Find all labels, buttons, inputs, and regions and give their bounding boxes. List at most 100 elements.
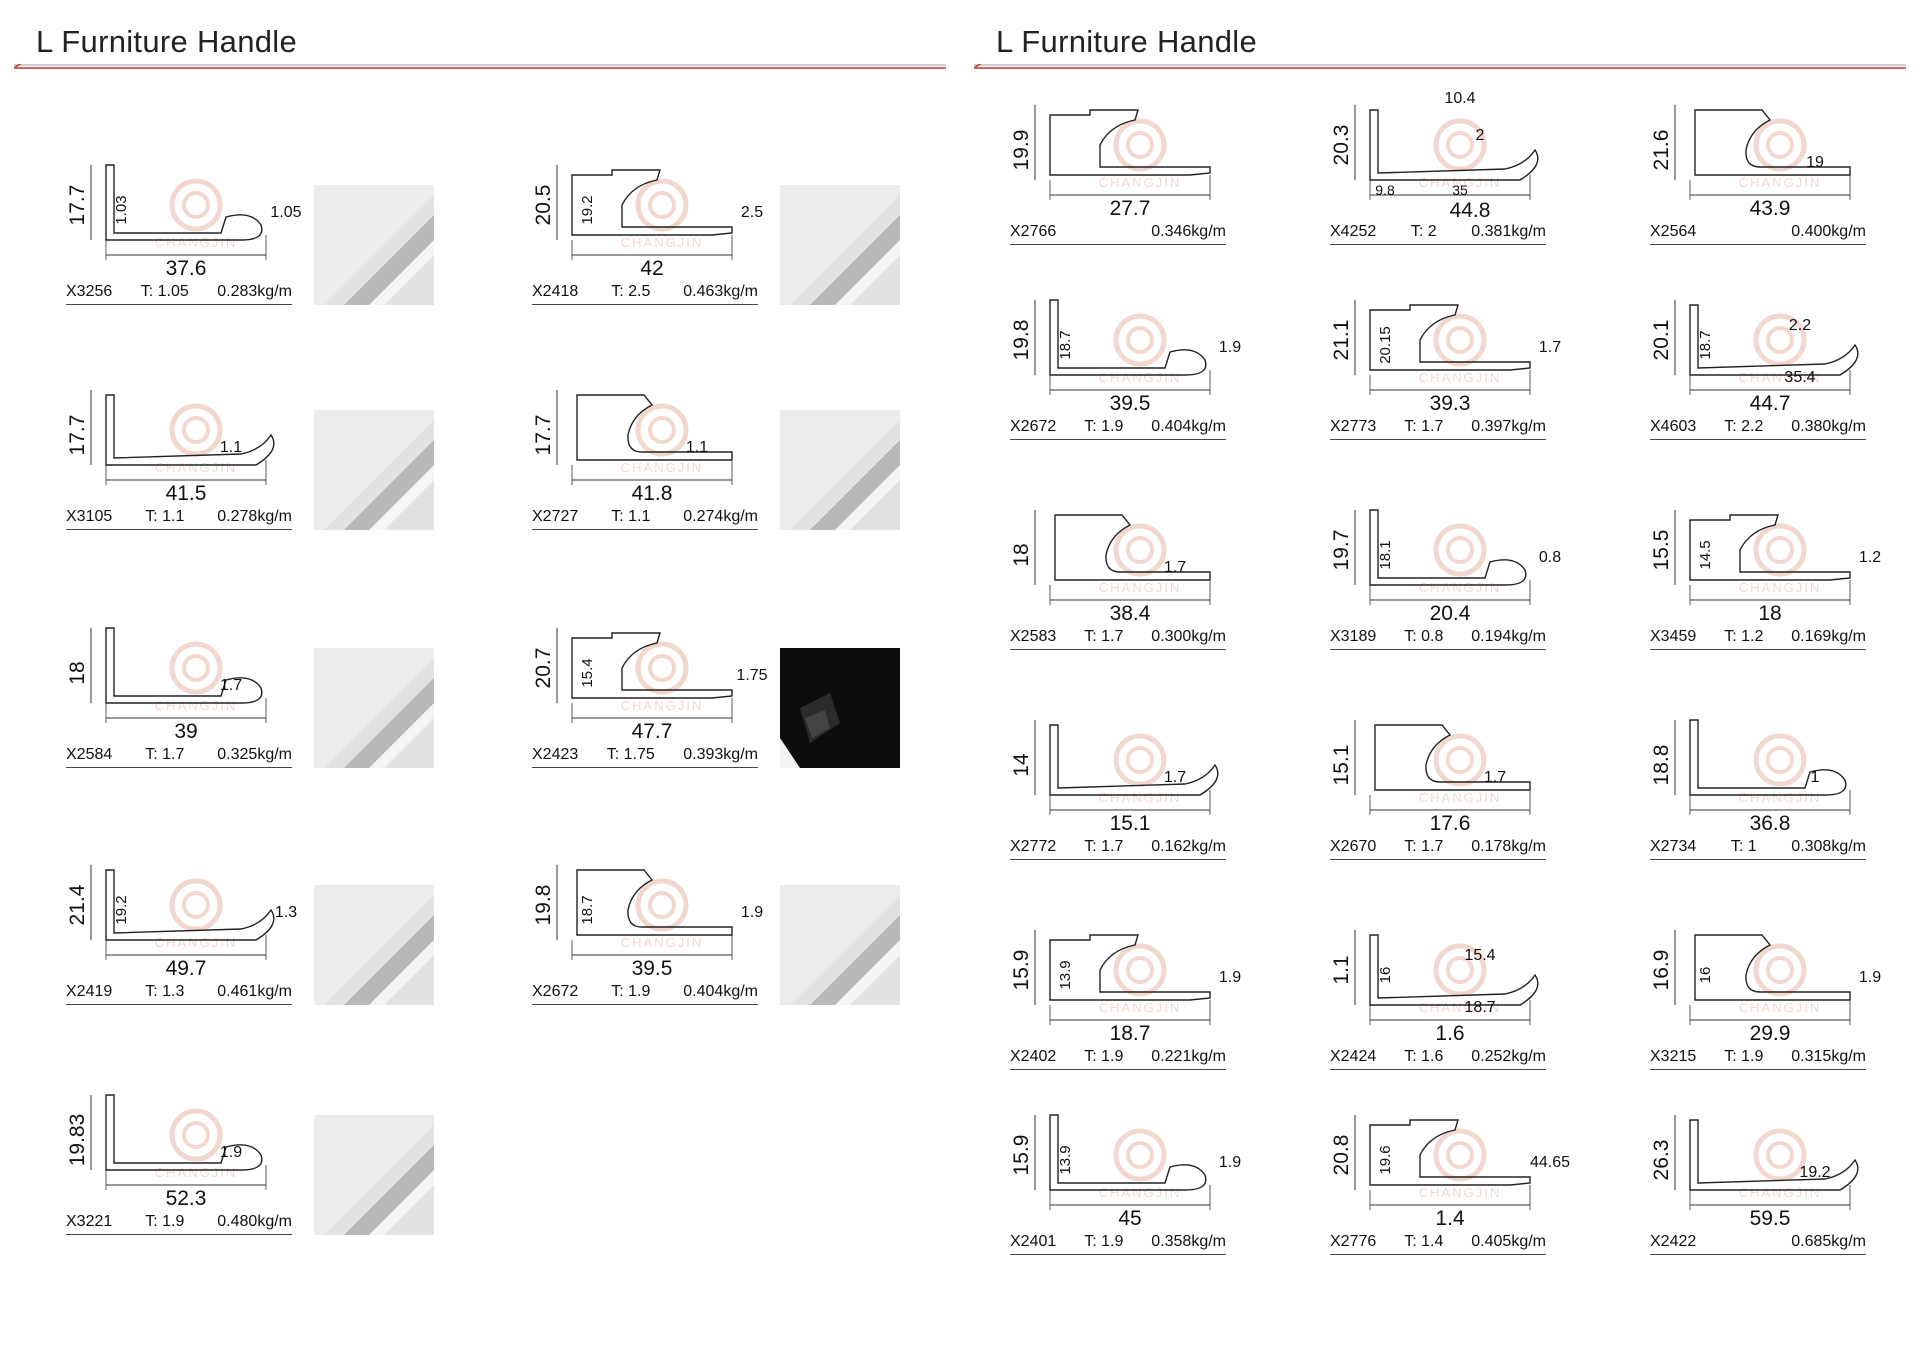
dimension-label: 20.4 bbox=[1430, 602, 1471, 625]
thickness-value: T: 0.8 bbox=[1404, 628, 1444, 645]
thickness-value: T: 1.9 bbox=[1084, 1233, 1124, 1250]
product-code: X3221 bbox=[66, 1213, 113, 1230]
profile-drawing bbox=[1674, 300, 1859, 395]
watermark-logo: CHANGJIN bbox=[1099, 733, 1179, 805]
profile-drawing bbox=[1034, 1114, 1211, 1210]
watermark-text: CHANGJIN bbox=[621, 935, 703, 950]
watermark-text: CHANGJIN bbox=[1099, 1000, 1181, 1015]
watermark-logo: CHANGJIN bbox=[621, 178, 701, 250]
profile-drawing bbox=[1354, 105, 1539, 200]
dimension-label: 16.9 bbox=[1650, 950, 1673, 991]
watermark-logo: CHANGJIN bbox=[1739, 1128, 1819, 1200]
watermark-logo: CHANGJIN bbox=[1739, 943, 1819, 1015]
thickness-value: T: 1.7 bbox=[1084, 838, 1124, 855]
header-rule bbox=[974, 64, 1906, 69]
watermark-logo: CHANGJIN bbox=[1419, 523, 1501, 595]
watermark-text: CHANGJIN bbox=[1419, 580, 1501, 595]
thickness-value: T: 1.2 bbox=[1724, 628, 1764, 645]
watermark-text: CHANGJIN bbox=[1739, 790, 1821, 805]
product-spec-line: X2672 T: 1.9 0.404kg/m bbox=[532, 983, 758, 1005]
page-title: L Furniture Handle bbox=[36, 24, 297, 59]
dimension-label: 18.1 bbox=[1377, 540, 1394, 569]
dimension-label: 18 bbox=[1758, 602, 1781, 625]
dimension-label: 18.7 bbox=[1057, 330, 1074, 359]
dimension-label: 18.7 bbox=[1110, 1022, 1151, 1045]
dimension-label: 35.4 bbox=[1784, 369, 1815, 386]
watermark-text: CHANGJIN bbox=[1739, 580, 1821, 595]
weight-value: 0.325kg/m bbox=[217, 746, 292, 763]
weight-value: 0.404kg/m bbox=[1151, 418, 1226, 435]
product-code: X2670 bbox=[1330, 838, 1377, 855]
watermark-text: CHANGJIN bbox=[621, 698, 703, 713]
thickness-value: T: 1.1 bbox=[145, 508, 185, 525]
watermark-logo: CHANGJIN bbox=[155, 641, 237, 713]
dimension-label: 15.9 bbox=[1010, 1135, 1033, 1176]
watermark-logo: CHANGJIN bbox=[1739, 523, 1821, 595]
product-code: X2419 bbox=[66, 983, 113, 1000]
dimension-label: 19 bbox=[1806, 154, 1824, 171]
watermark-logo: CHANGJIN bbox=[155, 878, 235, 950]
weight-value: 0.404kg/m bbox=[683, 983, 758, 1000]
thickness-value: T: 2.2 bbox=[1724, 418, 1764, 435]
watermark-text: CHANGJIN bbox=[155, 698, 237, 713]
dimension-label: 1.3 bbox=[275, 904, 297, 921]
dimension-label: 15.1 bbox=[1110, 812, 1151, 835]
product-code: X2773 bbox=[1330, 418, 1377, 435]
profile-drawing bbox=[556, 165, 733, 260]
product-code: X2583 bbox=[1010, 628, 1057, 645]
profile-drawing bbox=[90, 627, 267, 723]
thickness-value: T: 1.9 bbox=[611, 983, 651, 1000]
watermark-text: CHANGJIN bbox=[1419, 370, 1501, 385]
dimension-label: 45 bbox=[1118, 1207, 1141, 1230]
dimension-label: 1.7 bbox=[1164, 559, 1186, 576]
dimension-label: 17.6 bbox=[1430, 812, 1471, 835]
product-code: X4252 bbox=[1330, 223, 1377, 240]
dimension-label: 1.05 bbox=[270, 204, 301, 221]
weight-value: 0.315kg/m bbox=[1791, 1048, 1866, 1065]
dimension-label: 2 bbox=[1476, 127, 1485, 144]
dimension-label: 44.65 bbox=[1530, 1154, 1570, 1171]
dimension-label: 1.75 bbox=[736, 667, 767, 684]
product-code: X3105 bbox=[66, 508, 113, 525]
dimension-label: 15.5 bbox=[1650, 530, 1673, 571]
weight-value: 0.300kg/m bbox=[1151, 628, 1226, 645]
watermark-text: CHANGJIN bbox=[1419, 790, 1501, 805]
dimension-label: 18.7 bbox=[579, 895, 596, 924]
dimension-label: 14 bbox=[1010, 753, 1033, 777]
thickness-value: T: 1 bbox=[1730, 838, 1757, 855]
product-code: X2672 bbox=[532, 983, 579, 1000]
dimension-label: 19.2 bbox=[113, 895, 130, 924]
dimension-label: 20.3 bbox=[1330, 125, 1353, 166]
dimension-label: 1.1 bbox=[220, 439, 242, 456]
dimension-label: 9.8 bbox=[1375, 182, 1395, 198]
dimension-label: 1.7 bbox=[1539, 339, 1561, 356]
